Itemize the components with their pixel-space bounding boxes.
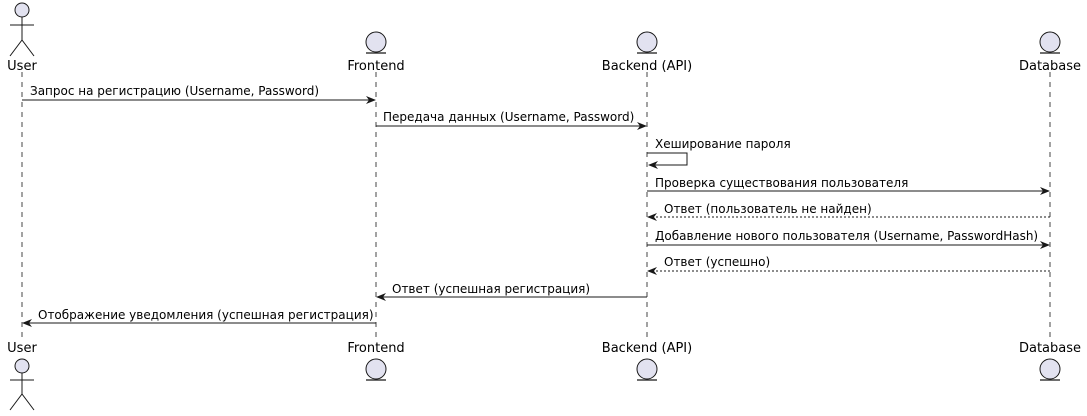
participant-frontend-bottom: Frontend	[347, 341, 405, 381]
participant-label: Backend (API)	[602, 59, 692, 74]
message-5: Ответ (пользователь не найден)	[647, 202, 1050, 221]
participant-label: Frontend	[347, 59, 404, 74]
entity-icon	[1039, 358, 1061, 381]
message-8: Ответ (успешная регистрация)	[376, 282, 647, 301]
message-9: Отображение уведомления (успешная регист…	[22, 308, 376, 327]
actor-icon	[9, 358, 35, 411]
message-label: Передача данных (Username, Password)	[383, 110, 634, 124]
message-label: Проверка существования пользователя	[655, 176, 908, 190]
participant-label: User	[7, 341, 37, 356]
message-label: Отображение уведомления (успешная регист…	[38, 308, 374, 322]
message-4: Проверка существования пользователя	[647, 176, 1050, 195]
message-3: Хеширование пароля	[647, 137, 791, 169]
participant-label: Backend (API)	[602, 341, 692, 356]
participant-user-bottom: User	[7, 341, 37, 411]
participant-database-bottom: Database	[1019, 341, 1081, 381]
entity-icon	[1039, 31, 1061, 54]
entity-icon	[636, 358, 658, 381]
message-7: Ответ (успешно)	[647, 255, 1050, 275]
message-label: Запрос на регистрацию (Username, Passwor…	[30, 84, 319, 98]
entity-icon	[365, 358, 387, 381]
participant-label: User	[7, 59, 37, 74]
participant-backend-top: Backend (API)	[602, 31, 692, 74]
participant-user-top: User	[7, 2, 37, 74]
message-label: Ответ (успешная регистрация)	[392, 282, 590, 296]
entity-icon	[636, 31, 658, 54]
participant-label: Frontend	[347, 341, 404, 356]
message-6: Добавление нового пользователя (Username…	[647, 229, 1050, 249]
participant-database-top: Database	[1019, 31, 1081, 74]
participant-frontend-top: Frontend	[347, 31, 405, 74]
participant-label: Database	[1019, 59, 1081, 74]
message-label: Добавление нового пользователя (Username…	[655, 229, 1038, 243]
participant-backend-bottom: Backend (API)	[602, 341, 692, 381]
message-1: Запрос на регистрацию (Username, Passwor…	[22, 84, 376, 104]
actor-icon	[9, 2, 35, 57]
entity-icon	[365, 31, 387, 54]
participant-label: Database	[1019, 341, 1081, 356]
message-label: Хеширование пароля	[655, 137, 791, 151]
message-label: Ответ (пользователь не найден)	[664, 202, 872, 216]
message-2: Передача данных (Username, Password)	[376, 110, 647, 130]
message-label: Ответ (успешно)	[664, 255, 770, 269]
